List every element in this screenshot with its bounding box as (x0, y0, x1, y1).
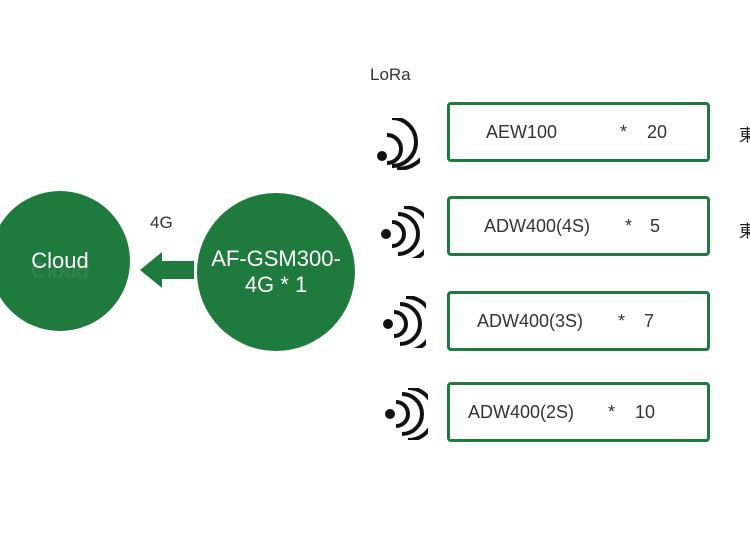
gateway-label: AF-GSM300- 4G * 1 (211, 246, 341, 297)
link-label: 4G (150, 213, 173, 232)
device-multiplier: * (618, 310, 626, 331)
device-name: ADW400(4S) (484, 215, 591, 236)
device-quantity: 20 (647, 121, 668, 142)
wifi-signal-icon (377, 118, 420, 170)
cropped-text: 東 (739, 126, 750, 145)
device-name: AEW100 (486, 121, 558, 142)
device-box-adw400-4s: ADW400(4S) * 5 (447, 196, 710, 256)
wifi-signal-icon (381, 206, 424, 258)
device-box-aew100: AEW100 * 20 (447, 102, 710, 162)
gateway-node: AF-GSM300- 4G * 1 (197, 193, 355, 351)
device-quantity: 7 (644, 310, 655, 331)
device-multiplier: * (620, 121, 628, 142)
protocol-label: LoRa (370, 65, 411, 84)
device-quantity: 10 (635, 401, 656, 422)
wifi-signal-icon (385, 388, 428, 440)
device-quantity: 5 (650, 215, 661, 236)
arrow-left-icon (140, 252, 194, 288)
cloud-label: Cloud (31, 248, 89, 273)
cloud-node: Cloud (0, 191, 130, 331)
device-multiplier: * (625, 215, 633, 236)
device-box-adw400-2s: ADW400(2S) * 10 (447, 382, 710, 442)
device-name: ADW400(3S) (477, 310, 584, 331)
device-multiplier: * (608, 401, 616, 422)
device-name: ADW400(2S) (468, 401, 575, 422)
wifi-signal-icon (383, 296, 426, 348)
device-box-adw400-3s: ADW400(3S) * 7 (447, 291, 710, 351)
cropped-text: 東 (739, 222, 750, 241)
